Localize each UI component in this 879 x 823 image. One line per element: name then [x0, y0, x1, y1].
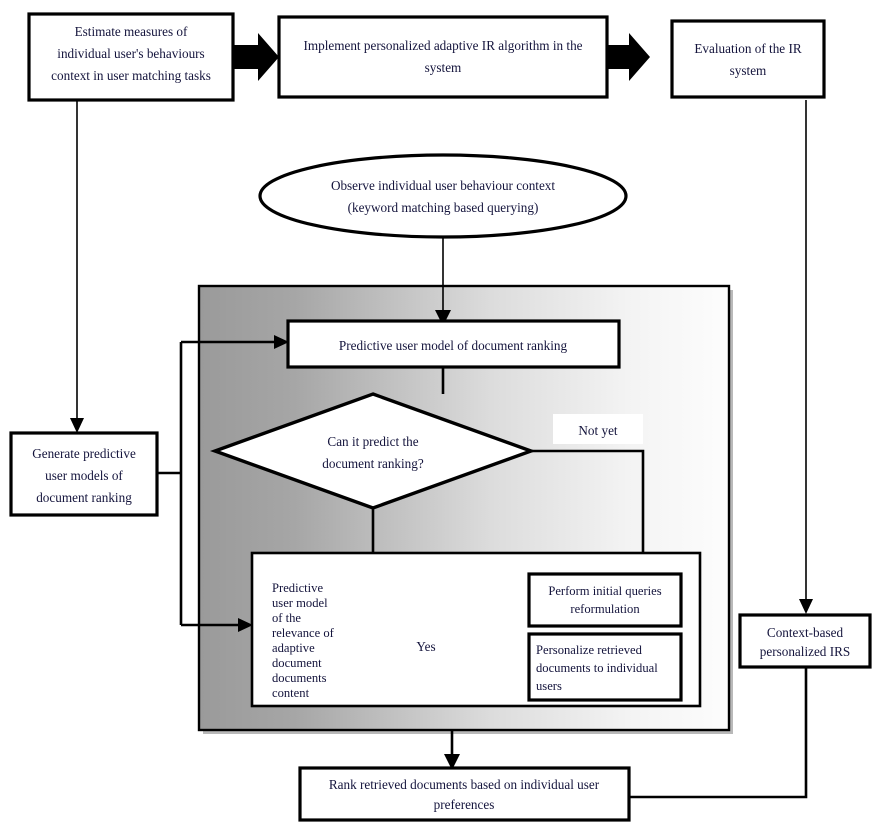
node-context-based-irs-line1: Context-based: [767, 625, 844, 640]
node-perform-reformulation-line2: reformulation: [570, 602, 640, 616]
edge-label-not-yet-text: Not yet: [578, 423, 618, 438]
edge-not-yet: [531, 449, 645, 562]
node-predictive-relevance-model-line6: document: [272, 656, 322, 670]
node-predictive-relevance-model-line7: documents: [272, 671, 327, 685]
node-predictive-relevance-model-line2: user model: [272, 596, 328, 610]
node-implement-algorithm[interactable]: Implement personalized adaptive IR algor…: [277, 15, 609, 99]
node-predictive-relevance-model[interactable]: Predictive user model of the relevance o…: [272, 581, 335, 700]
node-predictive-relevance-model-line3: of the: [272, 611, 301, 625]
node-predictive-relevance-model-line1: Predictive: [272, 581, 323, 595]
node-predictive-model-ranking[interactable]: Predictive user model of document rankin…: [286, 319, 621, 369]
node-rank-documents-line2: preferences: [434, 797, 495, 812]
node-personalize-documents-line1: Personalize retrieved: [536, 643, 643, 657]
node-context-based-irs[interactable]: Context-based personalized IRS: [738, 613, 872, 669]
edge-label-yes: Yes: [416, 639, 435, 654]
node-observe-behaviour[interactable]: Observe individual user behaviour contex…: [258, 153, 628, 239]
block-arrow-implement-evaluation: [607, 33, 650, 81]
arrowhead-predictive-model: [435, 310, 451, 326]
node-context-based-irs-line2: personalized IRS: [760, 644, 850, 659]
arrowhead-relevance-model: [238, 618, 253, 632]
node-rank-documents-line1: Rank retrieved documents based on indivi…: [329, 777, 600, 792]
node-predictive-model-ranking-line1: Predictive user model of document rankin…: [339, 338, 568, 353]
node-personalize-documents-line2: documents to individual: [536, 661, 658, 675]
node-evaluation-ir-line2: system: [730, 63, 767, 78]
node-observe-behaviour-line2: (keyword matching based querying): [348, 200, 539, 215]
node-decision-predict-line1: Can it predict the: [327, 434, 418, 449]
edge-label-not-yet: Not yet: [553, 414, 643, 444]
node-generate-predictive-models-line3: document ranking: [36, 490, 132, 505]
node-personalize-documents[interactable]: Personalize retrieved documents to indiv…: [527, 632, 683, 702]
node-predictive-relevance-model-line5: adaptive: [272, 641, 315, 655]
node-perform-reformulation-line1: Perform initial queries: [548, 584, 661, 598]
edge-rank-to-irs: [629, 667, 808, 799]
node-decision-predict-line2: document ranking?: [322, 456, 424, 471]
block-arrow-estimate-implement: [232, 33, 279, 81]
arrowhead-context-irs: [799, 599, 813, 614]
node-evaluation-ir[interactable]: Evaluation of the IR system: [670, 19, 826, 99]
node-estimate-measures-line3: context in user matching tasks: [51, 68, 211, 83]
node-predictive-relevance-model-line8: content: [272, 686, 310, 700]
node-perform-reformulation[interactable]: Perform initial queries reformulation: [527, 572, 683, 628]
node-generate-predictive-models[interactable]: Generate predictive user models of docum…: [9, 431, 159, 517]
node-personalize-documents-line3: users: [536, 679, 562, 693]
edge-label-yes-text: Yes: [416, 639, 435, 654]
node-estimate-measures-line1: Estimate measures of: [75, 24, 188, 39]
node-generate-predictive-models-line2: user models of: [45, 468, 123, 483]
node-rank-documents[interactable]: Rank retrieved documents based on indivi…: [298, 766, 631, 822]
arrowhead-generate: [70, 418, 84, 433]
node-observe-behaviour-line1: Observe individual user behaviour contex…: [331, 178, 555, 193]
node-decision-predict[interactable]: Can it predict the document ranking?: [209, 392, 537, 510]
arrowhead-rank-documents: [444, 754, 460, 770]
node-generate-predictive-models-line1: Generate predictive: [32, 446, 136, 461]
node-estimate-measures[interactable]: Estimate measures of individual user's b…: [27, 12, 235, 102]
node-implement-algorithm-line1: Implement personalized adaptive IR algor…: [303, 38, 582, 53]
connectors: [70, 100, 813, 799]
node-estimate-measures-line2: individual user's behaviours: [57, 46, 204, 61]
node-evaluation-ir-line1: Evaluation of the IR: [694, 41, 802, 56]
arrowhead-predictive-model-left: [274, 335, 289, 349]
node-implement-algorithm-line2: system: [425, 60, 462, 75]
node-predictive-relevance-model-line4: relevance of: [272, 626, 335, 640]
